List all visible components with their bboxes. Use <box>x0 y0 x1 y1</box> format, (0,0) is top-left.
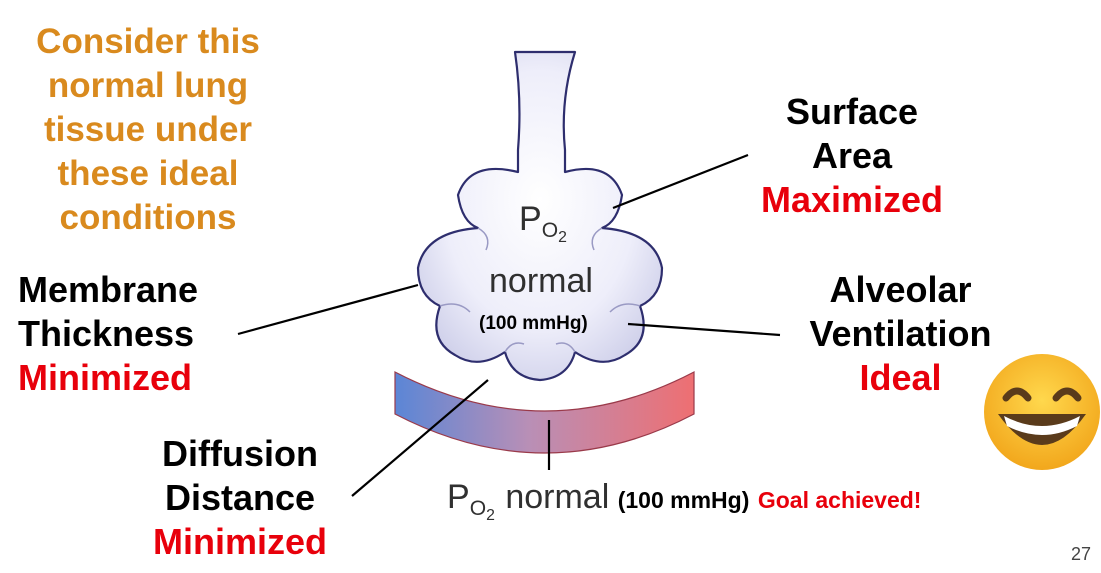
diffusion-distance-label: Diffusion Distance Minimized <box>130 432 350 564</box>
intro-line: conditions <box>59 198 237 237</box>
status-text: Minimized <box>152 521 327 562</box>
blood-pressure: (100 mmHg) <box>617 487 750 513</box>
blood-po2-row: PO2 normal (100 mmHg) Goal achieved! <box>447 478 922 525</box>
surface-area-pointer <box>612 153 749 210</box>
status-text: Minimized <box>18 357 193 398</box>
grinning-face-icon <box>984 354 1100 470</box>
diffusion-pointer <box>351 379 489 497</box>
label-line: Alveolar <box>829 269 972 310</box>
alveolar-ventilation-label: Alveolar Ventilation Ideal <box>788 268 1013 400</box>
label-line: Area <box>811 135 893 176</box>
membrane-pointer <box>237 283 419 336</box>
alveolus-po2: PO2 <box>519 200 567 247</box>
alveolus-po2-value: normal <box>489 262 593 300</box>
page-number: 27 <box>1070 544 1091 564</box>
intro-line: these ideal <box>57 154 239 193</box>
membrane-thickness-label: Membrane Thickness Minimized <box>18 268 198 400</box>
goal-achieved-text: Goal achieved! <box>757 487 922 513</box>
label-line: Surface <box>785 91 919 132</box>
intro-text: Consider this normal lung tissue under t… <box>0 20 296 240</box>
intro-line: Consider this <box>36 22 260 61</box>
label-line: Membrane <box>18 269 199 310</box>
blood-po2-value: normal <box>505 478 610 516</box>
label-line: Distance <box>164 477 316 518</box>
alveolus-pressure: (100 mmHg) <box>479 313 588 334</box>
intro-line: tissue under <box>43 110 253 149</box>
alveolus-shape <box>416 50 664 382</box>
label-line: Diffusion <box>162 433 318 474</box>
label-line: Thickness <box>18 313 195 354</box>
alveolar-pointer <box>627 322 781 337</box>
surface-area-label: Surface Area Maximized <box>742 90 962 222</box>
capillary-vessel <box>394 371 695 454</box>
intro-line: normal lung <box>47 66 249 105</box>
status-text: Maximized <box>760 179 944 220</box>
status-text: Ideal <box>859 357 942 398</box>
label-line: Ventilation <box>809 313 992 354</box>
